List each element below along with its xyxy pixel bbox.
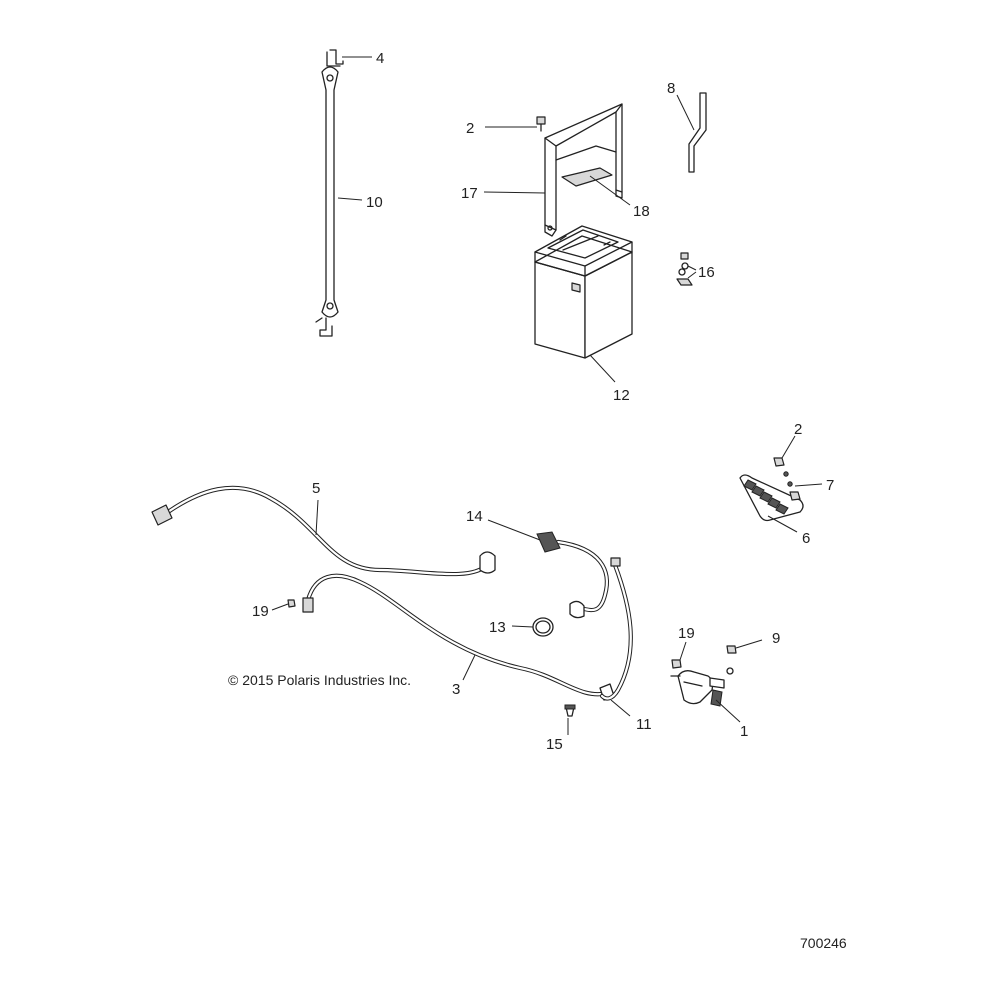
callout-12: 12 (613, 387, 630, 404)
part-11-cable (599, 557, 633, 701)
callout-16: 16 (698, 264, 715, 281)
callout-1: 1 (740, 723, 748, 740)
part-9-bolt (726, 645, 737, 654)
callout-19-left: 19 (252, 603, 269, 620)
part-1-relay (670, 667, 734, 707)
part-18-pad (561, 167, 613, 187)
callout-6: 6 (802, 530, 810, 547)
leader-lines (271, 56, 823, 735)
callout-4: 4 (376, 50, 384, 67)
callout-15: 15 (546, 736, 563, 753)
part-17-bracket (544, 103, 623, 237)
callout-5: 5 (312, 480, 320, 497)
callout-19-right: 19 (678, 625, 695, 642)
callout-3: 3 (452, 681, 460, 698)
part-8-rod (688, 92, 707, 173)
diagram-id: 700246 (800, 935, 847, 951)
callout-7: 7 (826, 477, 834, 494)
part-16-hardware (676, 252, 693, 286)
callout-14: 14 (466, 508, 483, 525)
callout-2-top: 2 (466, 120, 474, 137)
callout-10: 10 (366, 194, 383, 211)
part-7-washers (783, 471, 801, 501)
part-14-cable (536, 531, 609, 619)
callout-18: 18 (633, 203, 650, 220)
copyright-notice: © 2015 Polaris Industries Inc. (228, 672, 412, 688)
part-2-bolt-top (536, 116, 546, 132)
part-5-cable (151, 485, 496, 577)
part-19-nut-left (287, 599, 296, 608)
part-10-strap (315, 49, 344, 337)
part-13-clamp (532, 617, 554, 637)
callout-17: 17 (461, 185, 478, 202)
part-6-terminal-block (739, 474, 804, 522)
callout-2-right: 2 (794, 421, 802, 438)
callout-13: 13 (489, 619, 506, 636)
callout-9: 9 (772, 630, 780, 647)
callout-8: 8 (667, 80, 675, 97)
part-15-fastener (564, 704, 576, 717)
part-19-nut-right (671, 659, 682, 669)
callout-numbers: 4 10 2 17 18 8 16 12 2 7 6 5 14 19 13 3 … (252, 50, 834, 753)
part-12-battery (534, 225, 633, 359)
callout-11: 11 (636, 716, 652, 733)
part-2-nut-right (773, 457, 785, 467)
